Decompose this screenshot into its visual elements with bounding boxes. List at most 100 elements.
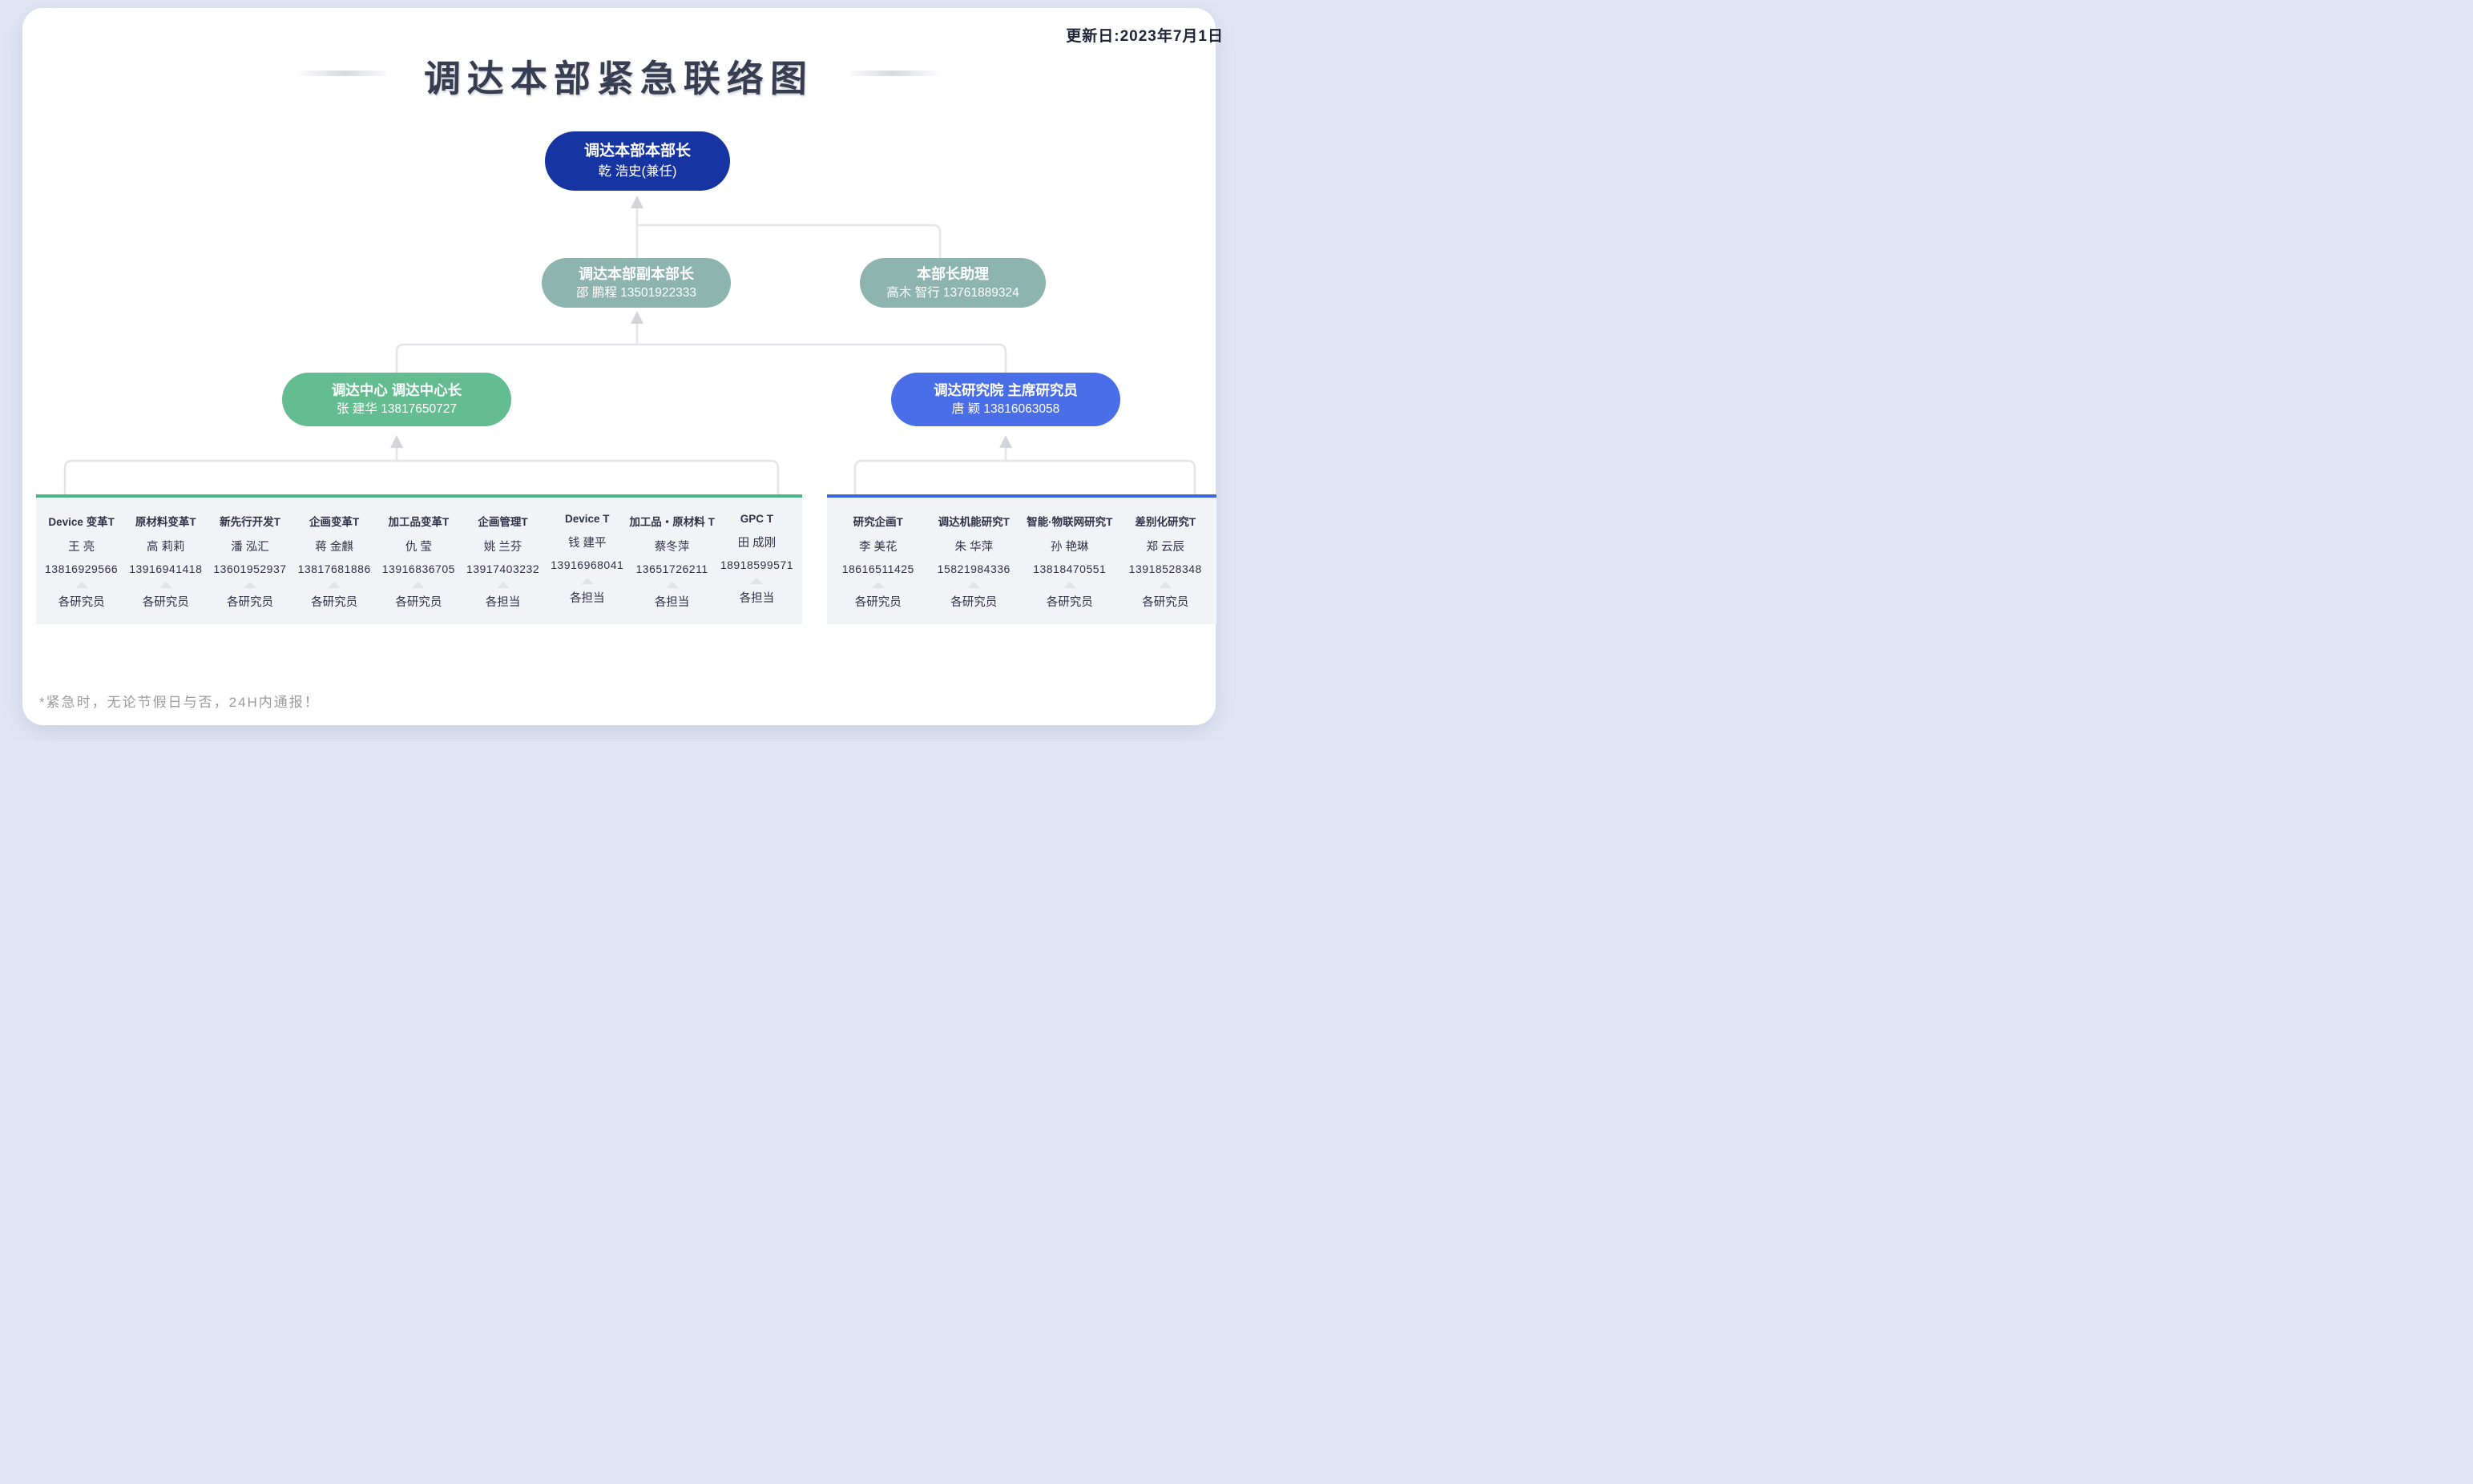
team-name: GPC T: [740, 513, 774, 525]
team-name: Device 变革T: [48, 516, 115, 528]
team-members-label: 各担当: [739, 592, 775, 605]
page-title: 调达本部紧急联络图: [422, 57, 813, 100]
team-phone-number: 13918528348: [1128, 563, 1202, 575]
team-name: 差别化研究T: [1135, 516, 1196, 528]
org-node-deputy-director: 调达本部副本部长 邵 鹏程 13501922333: [542, 258, 731, 308]
team-members-label: 各研究员: [311, 596, 358, 609]
team-leader-name: 蒋 金麒: [315, 541, 353, 554]
team-members-label: 各研究员: [142, 596, 189, 609]
org-node-title: 调达中心 调达中心长: [331, 381, 462, 398]
team-phone-number: 13601952937: [213, 563, 287, 575]
team-phone-number: 15821984336: [937, 563, 1011, 575]
org-node-title: 调达本部本部长: [583, 143, 691, 160]
team-name: 研究企画T: [853, 516, 903, 528]
team-name: 企画管理T: [478, 516, 528, 528]
org-node-person: 唐 颖 13816063058: [951, 401, 1060, 416]
team-name: Device T: [564, 513, 610, 525]
team-phone-number: 13916836705: [381, 563, 455, 575]
org-node-person: 乾 浩史(兼任): [598, 163, 677, 179]
team-name: 智能·物联网研究T: [1027, 516, 1113, 528]
team-item: 加工品・原材料 T 蔡冬萍 13651726211 各担当: [629, 498, 715, 624]
team-leader-name: 田 成刚: [737, 537, 777, 550]
org-node-person: 高木 智行 13761889324: [886, 285, 1019, 300]
title-decor-line-right: [851, 71, 944, 76]
team-members-label: 各研究员: [950, 596, 998, 609]
team-leader-name: 潘 泓汇: [231, 541, 269, 554]
up-triangle-icon: [967, 582, 981, 588]
emergency-contact-chart-page: 更新日:2023年7月1日 调达本部紧急联络图 调达本部本部长 乾 浩史(兼任)…: [0, 0, 1236, 742]
up-triangle-icon: [1063, 582, 1076, 588]
team-phone-number: 13916968041: [551, 559, 624, 571]
team-name: 新先行开发T: [220, 516, 280, 528]
team-members-label: 各担当: [569, 592, 605, 605]
team-item: 调达机能研究T 朱 华萍 15821984336 各研究员: [926, 498, 1023, 624]
up-triangle-icon: [243, 582, 256, 588]
team-leader-name: 高 莉莉: [147, 541, 185, 554]
up-triangle-icon: [665, 582, 679, 588]
org-node-title: 本部长助理: [917, 265, 989, 282]
team-members-label: 各担当: [485, 596, 521, 609]
team-name: 原材料变革T: [135, 516, 196, 528]
team-name: 调达机能研究T: [938, 516, 1010, 528]
team-members-label: 各研究员: [226, 596, 273, 609]
team-item: 原材料变革T 高 莉莉 13916941418 各研究员: [123, 498, 208, 624]
up-triangle-icon: [412, 582, 426, 588]
title-decor-line-left: [293, 71, 386, 76]
team-phone-number: 13916941418: [129, 563, 203, 575]
team-phone-number: 13816929566: [45, 563, 119, 575]
update-date: 更新日:2023年7月1日: [1066, 28, 1224, 45]
team-leader-name: 郑 云辰: [1146, 541, 1185, 554]
team-members-label: 各担当: [654, 596, 690, 609]
team-item: GPC T 田 成刚 18918599571 各担当: [715, 498, 799, 624]
team-item: 研究企画T 李 美花 18616511425 各研究员: [830, 498, 926, 624]
team-members-label: 各研究员: [58, 596, 105, 609]
team-phone-number: 13651726211: [635, 563, 708, 575]
up-triangle-icon: [871, 582, 885, 588]
team-item: Device T 钱 建平 13916968041 各担当: [545, 498, 629, 624]
team-phone-number: 13818470551: [1033, 563, 1107, 575]
team-members-label: 各研究员: [854, 596, 902, 609]
org-node-title: 调达研究院 主席研究员: [934, 381, 1078, 398]
team-members-label: 各研究员: [1046, 596, 1093, 609]
title-wrap: 调达本部紧急联络图: [0, 50, 1236, 103]
team-phone-number: 13917403232: [466, 563, 540, 575]
team-name: 企画变革T: [309, 516, 360, 528]
emergency-footnote: *紧急时，无论节假日与否，24H内通报！: [39, 695, 320, 710]
up-triangle-icon: [1159, 582, 1172, 588]
team-leader-name: 孙 艳琳: [1050, 541, 1089, 554]
up-triangle-icon: [580, 578, 594, 584]
team-leader-name: 仇 莹: [405, 541, 432, 554]
up-triangle-icon: [328, 582, 341, 588]
org-node-person: 邵 鹏程 13501922333: [576, 285, 696, 300]
org-node-director-assistant: 本部长助理 高木 智行 13761889324: [860, 258, 1046, 308]
team-phone-number: 18918599571: [720, 559, 793, 571]
team-leader-name: 王 亮: [68, 541, 95, 554]
up-triangle-icon: [750, 578, 764, 584]
team-members-label: 各研究员: [1142, 596, 1189, 609]
team-name: 加工品・原材料 T: [629, 516, 715, 528]
team-item: 企画变革T 蒋 金麒 13817681886 各研究员: [292, 498, 377, 624]
team-leader-name: 姚 兰芬: [483, 541, 522, 554]
team-item: 企画管理T 姚 兰芬 13917403232 各担当: [461, 498, 545, 624]
team-leader-name: 朱 华萍: [954, 541, 994, 554]
up-triangle-icon: [159, 582, 172, 588]
institute-teams-panel: 研究企画T 李 美花 18616511425 各研究员 调达机能研究T 朱 华萍…: [827, 494, 1216, 624]
org-node-center-chief: 调达中心 调达中心长 张 建华 13817650727: [282, 373, 511, 426]
center-teams-panel: Device 变革T 王 亮 13816929566 各研究员 原材料变革T 高…: [36, 494, 802, 624]
team-leader-name: 蔡冬萍: [654, 541, 690, 554]
org-node-hq-director: 调达本部本部长 乾 浩史(兼任): [545, 131, 730, 191]
team-leader-name: 钱 建平: [567, 537, 607, 550]
team-name: 加工品变革T: [388, 516, 450, 528]
team-item: 差别化研究T 郑 云辰 13918528348 各研究员: [1118, 498, 1214, 624]
team-item: 加工品变革T 仇 莹 13916836705 各研究员: [377, 498, 461, 624]
org-node-person: 张 建华 13817650727: [337, 401, 457, 416]
team-item: Device 变革T 王 亮 13816929566 各研究员: [39, 498, 123, 624]
org-node-title: 调达本部副本部长: [579, 265, 694, 282]
team-phone-number: 13817681886: [297, 563, 371, 575]
team-members-label: 各研究员: [395, 596, 442, 609]
up-triangle-icon: [496, 582, 510, 588]
team-item: 新先行开发T 潘 泓汇 13601952937 各研究员: [208, 498, 292, 624]
team-leader-name: 李 美花: [858, 541, 898, 554]
team-phone-number: 18616511425: [841, 563, 914, 575]
team-item: 智能·物联网研究T 孙 艳琳 13818470551 各研究员: [1022, 498, 1118, 624]
